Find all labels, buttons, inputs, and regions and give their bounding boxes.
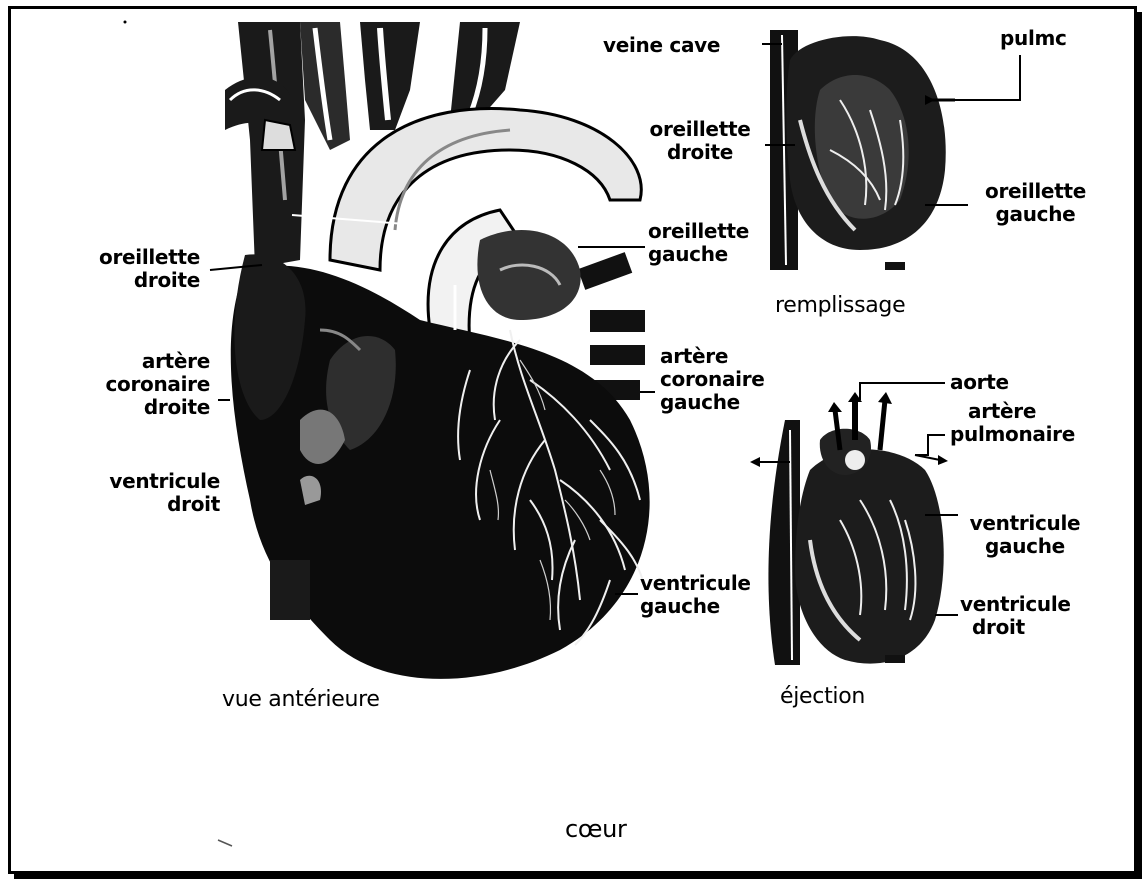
label-artere-coronaire-gauche: artère coronaire gauche (660, 345, 765, 414)
ejection-heart (750, 392, 948, 665)
caption-ejection: éjection (780, 685, 865, 708)
anterior-heart (225, 22, 650, 679)
caption-vue-anterieure: vue antérieure (222, 688, 380, 711)
label-ventricule-droit: ventricule droit (60, 470, 220, 516)
label-oreillette-gauche-main: oreillette gauche (648, 220, 749, 266)
label-oreillette-droite-filling: oreillette droite (630, 118, 770, 164)
inferior-vena-cava (270, 560, 310, 620)
label-ventricule-gauche-ejection: ventricule gauche (955, 512, 1095, 558)
label-oreillette-droite: oreillette droite (60, 246, 200, 292)
brachiocephalic-artery (300, 22, 350, 150)
label-pulmc: pulmc (1000, 27, 1067, 50)
filling-heart (770, 30, 955, 270)
figure-title: cœur (565, 818, 627, 841)
left-atrium-shape (477, 230, 580, 320)
label-ventricule-gauche-main: ventricule gauche (640, 572, 751, 618)
label-oreillette-gauche-filling: oreillette gauche (968, 180, 1103, 226)
label-artere-coronaire-droite: artère coronaire droite (60, 350, 210, 419)
caption-remplissage: remplissage (775, 294, 905, 317)
label-artere-pulmonaire: artère pulmonaire (950, 400, 1075, 446)
label-veine-cave: veine cave (603, 34, 720, 57)
label-aorte: aorte (950, 371, 1009, 394)
label-ventricule-droit-ejection: ventricule droit (960, 593, 1071, 639)
